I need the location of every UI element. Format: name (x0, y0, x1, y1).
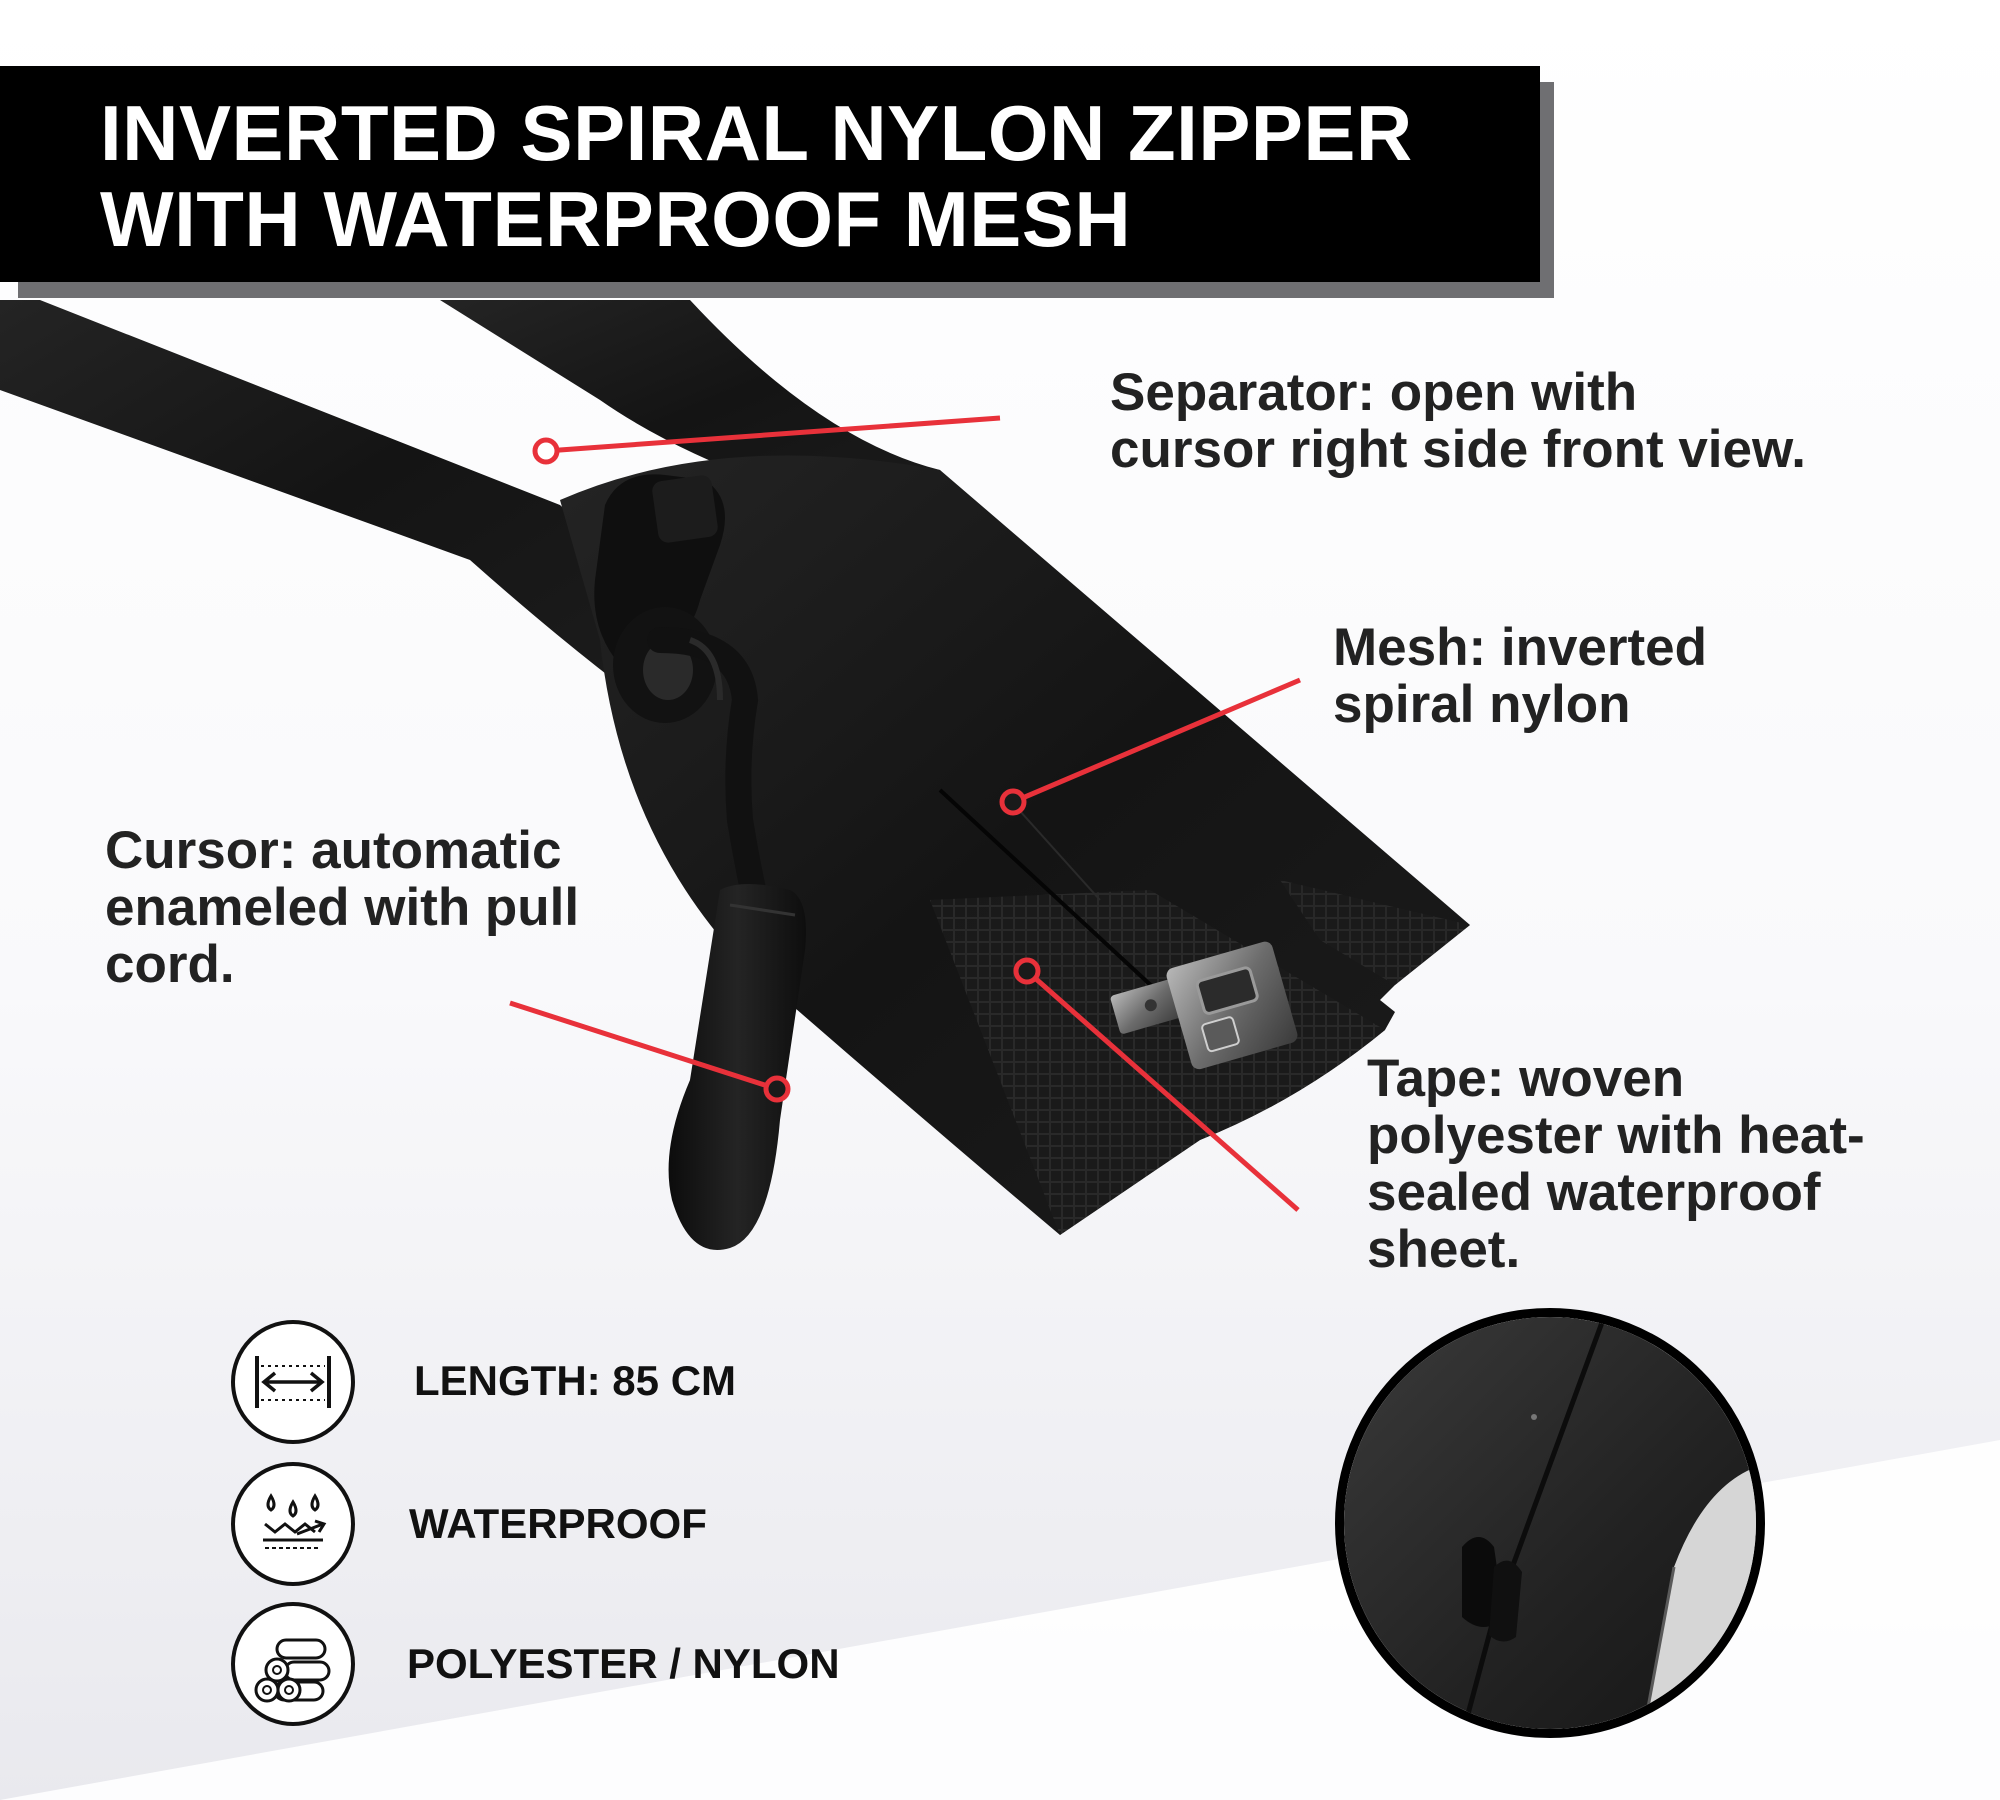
title-line-2: WITH WATERPROOF MESH (100, 175, 1132, 263)
tape-leader (1013, 957, 1300, 1212)
callout-tape-line-4: sheet. (1367, 1220, 1521, 1279)
title-banner (0, 66, 1540, 282)
feature-length: LENGTH: 85 CM (414, 1357, 737, 1404)
callout-mesh: Mesh: inverted spiral nylon (1333, 619, 1707, 733)
page-title: INVERTED SPIRAL NYLON ZIPPER WITH WATERP… (100, 90, 1413, 262)
callout-mesh-line-1: Mesh: inverted (1333, 618, 1708, 677)
zipper-closeup-image (1335, 1308, 1765, 1738)
feature-waterproof: WATERPROOF (409, 1500, 707, 1547)
callout-cursor-line-2: enameled with pull (105, 878, 580, 937)
callout-tape-line-2: polyester with heat- (1367, 1106, 1865, 1165)
length-icon (231, 1320, 355, 1444)
callout-mesh-line-2: spiral nylon (1333, 675, 1631, 734)
callout-tape-line-3: sealed waterproof (1367, 1163, 1821, 1222)
callout-tape-line-1: Tape: woven (1367, 1049, 1685, 1108)
waterproof-icon (231, 1462, 355, 1586)
callout-tape: Tape: woven polyester with heat- sealed … (1367, 1050, 1865, 1278)
separator-leader (532, 415, 1001, 465)
cursor-leader (509, 1000, 791, 1103)
fabric-rolls-icon (231, 1602, 355, 1726)
mesh-leader (999, 677, 1301, 816)
callout-separator-line-1: Separator: open with (1110, 363, 1638, 422)
callout-cursor-line-3: cord. (105, 935, 235, 994)
callout-cursor-line-1: Cursor: automatic (105, 821, 562, 880)
callout-cursor: Cursor: automatic enameled with pull cor… (105, 822, 579, 993)
callout-separator-line-2: cursor right side front view. (1110, 420, 1806, 479)
title-line-1: INVERTED SPIRAL NYLON ZIPPER (100, 89, 1413, 177)
feature-material: POLYESTER / NYLON (407, 1640, 840, 1687)
callout-separator: Separator: open with cursor right side f… (1110, 364, 1806, 478)
